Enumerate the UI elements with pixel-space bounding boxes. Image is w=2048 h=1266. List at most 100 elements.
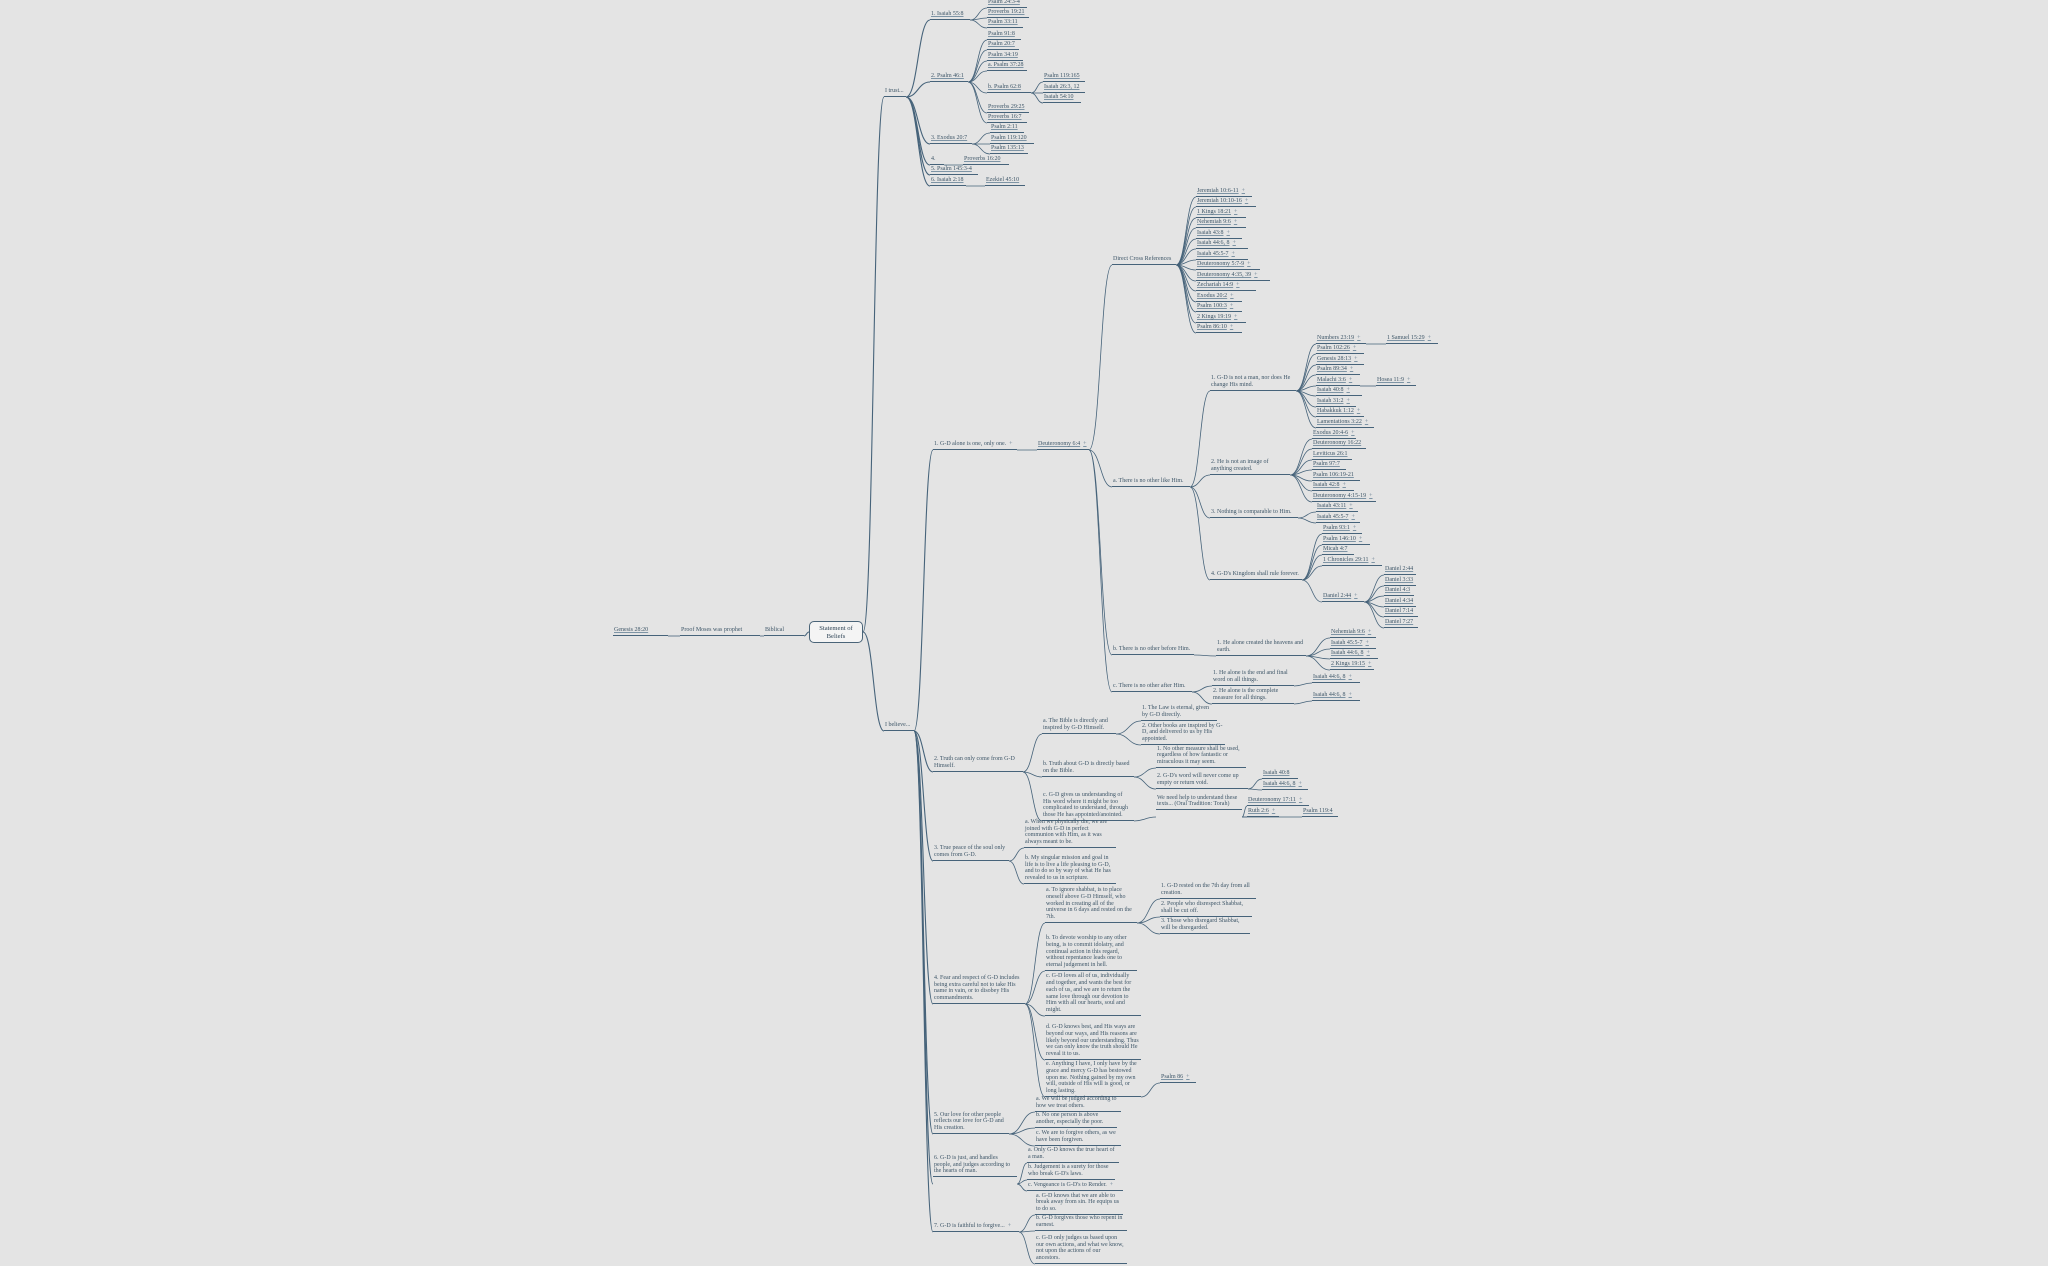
expand-toggle-icon[interactable]: + [1244, 198, 1249, 205]
node-we-need-help-to-understand-these-texts-oral-trad[interactable]: We need help to understand these texts..… [1156, 795, 1242, 811]
node-isaiah-54-10[interactable]: Isaiah 54:10 [1043, 94, 1081, 103]
node-4[interactable]: 4. [930, 156, 944, 165]
node-1-the-law-is-eternal-given-by-g-d-directly[interactable]: 1. The Law is eternal, given by G-D dire… [1141, 705, 1217, 721]
node-isaiah-45-5-7[interactable]: Isaiah 45:5-7+ [1316, 514, 1360, 523]
node-deuteronomy-5-7-9[interactable]: Deuteronomy 5:7-9+ [1196, 261, 1260, 270]
expand-toggle-icon[interactable]: + [1109, 1182, 1114, 1189]
node-isaiah-45-5-7[interactable]: Isaiah 45:5-7+ [1330, 640, 1376, 649]
node-psalm-100-3[interactable]: Psalm 100:3+ [1196, 303, 1242, 312]
node-jeremiah-10-10-16[interactable]: Jeremiah 10:10-16+ [1196, 198, 1256, 207]
node-a-to-ignore-shabbat-is-to-place-oneself-above-g-[interactable]: a. To ignore shabbat, is to place onesel… [1045, 887, 1137, 923]
expand-toggle-icon[interactable]: + [1365, 640, 1369, 647]
node-a-the-bible-is-directly-and-inspired-by-g-d-hims[interactable]: a. The Bible is directly and inspired by… [1042, 718, 1116, 734]
node-biblical[interactable]: Biblical [764, 627, 804, 636]
node-psalm-119-4[interactable]: Psalm 119:4 [1302, 808, 1338, 817]
expand-toggle-icon[interactable]: + [1349, 503, 1353, 510]
node-isaiah-40-8[interactable]: Isaiah 40:8+ [1316, 387, 1362, 396]
node-psalm-86[interactable]: Psalm 86+ [1160, 1074, 1196, 1083]
expand-toggle-icon[interactable]: + [1369, 493, 1373, 500]
node-1-g-d-alone-is-one-only-one[interactable]: 1. G-D alone is one, only one.+ [933, 441, 1017, 450]
node-1-isaiah-55-8[interactable]: 1. Isaiah 55:8 [930, 11, 970, 20]
node-psalm-102-26[interactable]: Psalm 102:26+ [1316, 345, 1364, 354]
node-daniel-7-14[interactable]: Daniel 7:14 [1384, 608, 1418, 617]
node-ruth-2-6[interactable]: Ruth 2:6+ [1247, 808, 1279, 817]
node-b-judgement-is-a-surety-for-those-who-break-g-d-[interactable]: b. Judgement is a surety for those who b… [1027, 1164, 1115, 1180]
node-2-g-d-s-word-will-never-come-up-empty-or-return-[interactable]: 2. G-D's word will never come up empty o… [1156, 773, 1248, 789]
node-malachi-3-6[interactable]: Malachi 3:6+ [1316, 377, 1360, 386]
expand-toggle-icon[interactable]: + [1346, 398, 1350, 405]
expand-toggle-icon[interactable]: + [1342, 482, 1346, 489]
expand-toggle-icon[interactable]: + [1233, 219, 1238, 226]
expand-toggle-icon[interactable]: + [1229, 303, 1234, 310]
expand-toggle-icon[interactable]: + [1247, 261, 1251, 268]
node-psalm-86-10[interactable]: Psalm 86:10+ [1196, 324, 1242, 333]
node-isaiah-43-11[interactable]: Isaiah 43:11+ [1316, 503, 1358, 512]
node-3-nothing-is-comparable-to-him[interactable]: 3. Nothing is comparable to Him. [1210, 509, 1298, 518]
expand-toggle-icon[interactable]: + [1226, 230, 1230, 237]
node-psalm-146-10[interactable]: Psalm 146:10+ [1322, 536, 1370, 545]
expand-toggle-icon[interactable]: + [1348, 674, 1352, 681]
node-deuteronomy-4-15-19[interactable]: Deuteronomy 4:15-19+ [1312, 493, 1376, 502]
node-2-kings-19-19[interactable]: 2 Kings 19:19+ [1196, 314, 1246, 323]
node-daniel-4-3[interactable]: Daniel 4:3 [1384, 587, 1414, 596]
node-deuteronomy-6-4[interactable]: Deuteronomy 6:4+ [1037, 441, 1089, 450]
node-3-exodus-20-7[interactable]: 3. Exodus 20:7 [930, 135, 972, 144]
node-b-my-singular-mission-and-goal-in-life-is-to-liv[interactable]: b. My singular mission and goal in life … [1024, 855, 1116, 884]
node-2-truth-can-only-come-from-g-d-himself[interactable]: 2. Truth can only come from G-D Himself. [933, 756, 1023, 772]
root-node[interactable]: Statement of Beliefs [809, 621, 863, 643]
expand-toggle-icon[interactable]: + [1371, 557, 1375, 564]
node-c-there-is-no-other-after-him[interactable]: c. There is no other after Him. [1112, 683, 1192, 692]
node-isaiah-44-6-8[interactable]: Isaiah 44:6, 8+ [1312, 692, 1360, 701]
node-isaiah-44-6-8[interactable]: Isaiah 44:6, 8+ [1262, 781, 1308, 790]
node-psalm-135-13[interactable]: Psalm 135:13 [990, 145, 1028, 154]
node-d-g-d-knows-best-and-his-ways-are-beyond-our-way[interactable]: d. G-D knows best, and His ways are beyo… [1045, 1024, 1141, 1060]
node-a-psalm-37-28[interactable]: a. Psalm 37:28 [987, 62, 1027, 71]
node-isaiah-45-5-7[interactable]: Isaiah 45:5-7+ [1196, 251, 1248, 260]
expand-toggle-icon[interactable]: + [1351, 430, 1355, 437]
expand-toggle-icon[interactable]: + [1009, 441, 1013, 448]
node-2-other-books-are-inspired-by-g-d-and-delivered-[interactable]: 2. Other books are inspired by G-D, and … [1141, 723, 1225, 745]
node-a-only-g-d-knows-the-true-heart-of-a-man[interactable]: a. Only G-D knows the true heart of a ma… [1027, 1147, 1119, 1163]
node-b-there-is-no-other-before-him[interactable]: b. There is no other before Him. [1112, 646, 1194, 655]
expand-toggle-icon[interactable]: + [1348, 692, 1352, 699]
node-psalm-33-11[interactable]: Psalm 33:11 [987, 19, 1023, 28]
node-daniel-2-44[interactable]: Daniel 2:44 [1384, 566, 1416, 575]
expand-toggle-icon[interactable]: + [1356, 408, 1361, 415]
node-deuteronomy-16-22[interactable]: Deuteronomy 16:22 [1312, 440, 1366, 449]
node-psalm-97-7[interactable]: Psalm 97:7 [1312, 461, 1346, 470]
node-habakkuk-1-12[interactable]: Habakkuk 1:12+ [1316, 408, 1364, 417]
expand-toggle-icon[interactable]: + [1229, 324, 1234, 331]
expand-toggle-icon[interactable]: + [1186, 1074, 1190, 1081]
expand-toggle-icon[interactable]: + [1357, 335, 1361, 342]
node-psalm-93-1[interactable]: Psalm 93:1+ [1322, 525, 1362, 534]
node-isaiah-44-6-8[interactable]: Isaiah 44:6, 8+ [1196, 240, 1248, 249]
node-2-kings-19-15[interactable]: 2 Kings 19:15+ [1330, 661, 1374, 670]
node-isaiah-44-6-8[interactable]: Isaiah 44:6, 8+ [1312, 674, 1360, 683]
node-psalm-89-34[interactable]: Psalm 89:34+ [1316, 366, 1360, 375]
node-1-kings-18-21[interactable]: 1 Kings 18:21+ [1196, 209, 1246, 218]
node-6-isaiah-2-18[interactable]: 6. Isaiah 2:18 [930, 177, 966, 186]
node-ezekiel-45-10[interactable]: Ezekiel 45:10 [985, 177, 1025, 186]
expand-toggle-icon[interactable]: + [1241, 188, 1245, 195]
node-2-people-who-disrespect-shabbat-shall-be-cut-off[interactable]: 2. People who disrespect Shabbat, shall … [1160, 901, 1252, 917]
node-deuteronomy-4-35-39[interactable]: Deuteronomy 4:35, 39+ [1196, 272, 1270, 281]
node-a-there-is-no-other-like-him[interactable]: a. There is no other like Him. [1112, 478, 1190, 487]
expand-toggle-icon[interactable]: + [1007, 1223, 1012, 1230]
expand-toggle-icon[interactable]: + [1364, 419, 1369, 426]
node-1-chronicles-29-11[interactable]: 1 Chronicles 29:11+ [1322, 557, 1382, 566]
expand-toggle-icon[interactable]: + [1254, 272, 1258, 279]
node-jeremiah-10-6-11[interactable]: Jeremiah 10:6-11+ [1196, 188, 1252, 197]
node-deuteronomy-17-11[interactable]: Deuteronomy 17:11+ [1247, 797, 1309, 806]
node-psalm-24-3-4[interactable]: Psalm 24:3-4 [987, 0, 1027, 8]
node-exodus-20-2[interactable]: Exodus 20:2+ [1196, 293, 1242, 302]
expand-toggle-icon[interactable]: + [1232, 240, 1236, 247]
node-daniel-7-27[interactable]: Daniel 7:27 [1384, 619, 1418, 628]
node-psalm-119-120[interactable]: Psalm 119:120 [990, 135, 1034, 144]
node-2-he-is-not-an-image-of-anything-created[interactable]: 2. He is not an image of anything create… [1210, 459, 1290, 475]
node-leviticus-26-1[interactable]: Leviticus 26:1 [1312, 451, 1352, 460]
node-1-g-d-rested-on-the-7th-day-from-all-creation[interactable]: 1. G-D rested on the 7th day from all cr… [1160, 883, 1256, 899]
node-6-g-d-is-just-and-handles-people-and-judges-acco[interactable]: 6. G-D is just, and handles people, and … [933, 1155, 1017, 1178]
node-c-g-d-only-judges-us-based-upon-our-own-actions-[interactable]: c. G-D only judges us based upon our own… [1035, 1235, 1127, 1264]
node-i-trust[interactable]: I trust... [884, 88, 906, 97]
node-2-he-alone-is-the-complete-measure-for-all-thing[interactable]: 2. He alone is the complete measure for … [1212, 688, 1294, 704]
